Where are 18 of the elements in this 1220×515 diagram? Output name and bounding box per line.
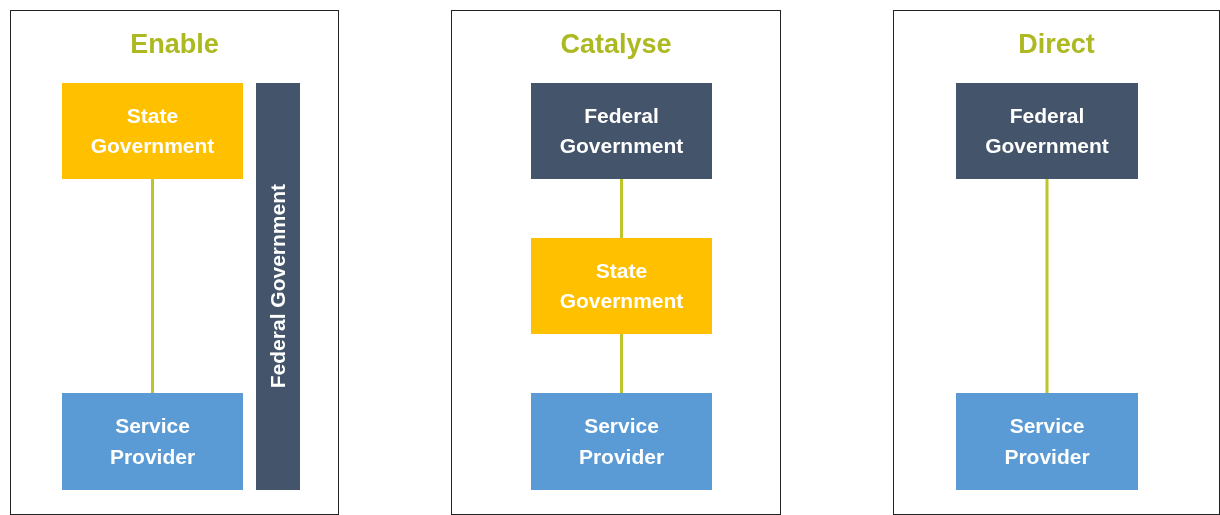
government-bar: Federal Government (256, 83, 300, 490)
government-box: State Government (531, 238, 712, 334)
panel-title: Direct (1017, 29, 1096, 60)
provider-box: Service Provider (531, 393, 712, 490)
connector-line (620, 334, 623, 393)
panel-frame (10, 10, 339, 515)
panel-title: Catalyse (559, 29, 673, 60)
panel-frame (893, 10, 1220, 515)
connector-line (1045, 179, 1049, 393)
connector-line (620, 179, 623, 238)
provider-box: Service Provider (62, 393, 243, 490)
government-box: Federal Government (531, 83, 712, 179)
panel-frame (451, 10, 781, 515)
panel-title: Enable (129, 29, 220, 60)
government-box: State Government (62, 83, 243, 179)
connector-line (151, 179, 154, 393)
provider-box: Service Provider (956, 393, 1138, 490)
government-box: Federal Government (956, 83, 1138, 179)
